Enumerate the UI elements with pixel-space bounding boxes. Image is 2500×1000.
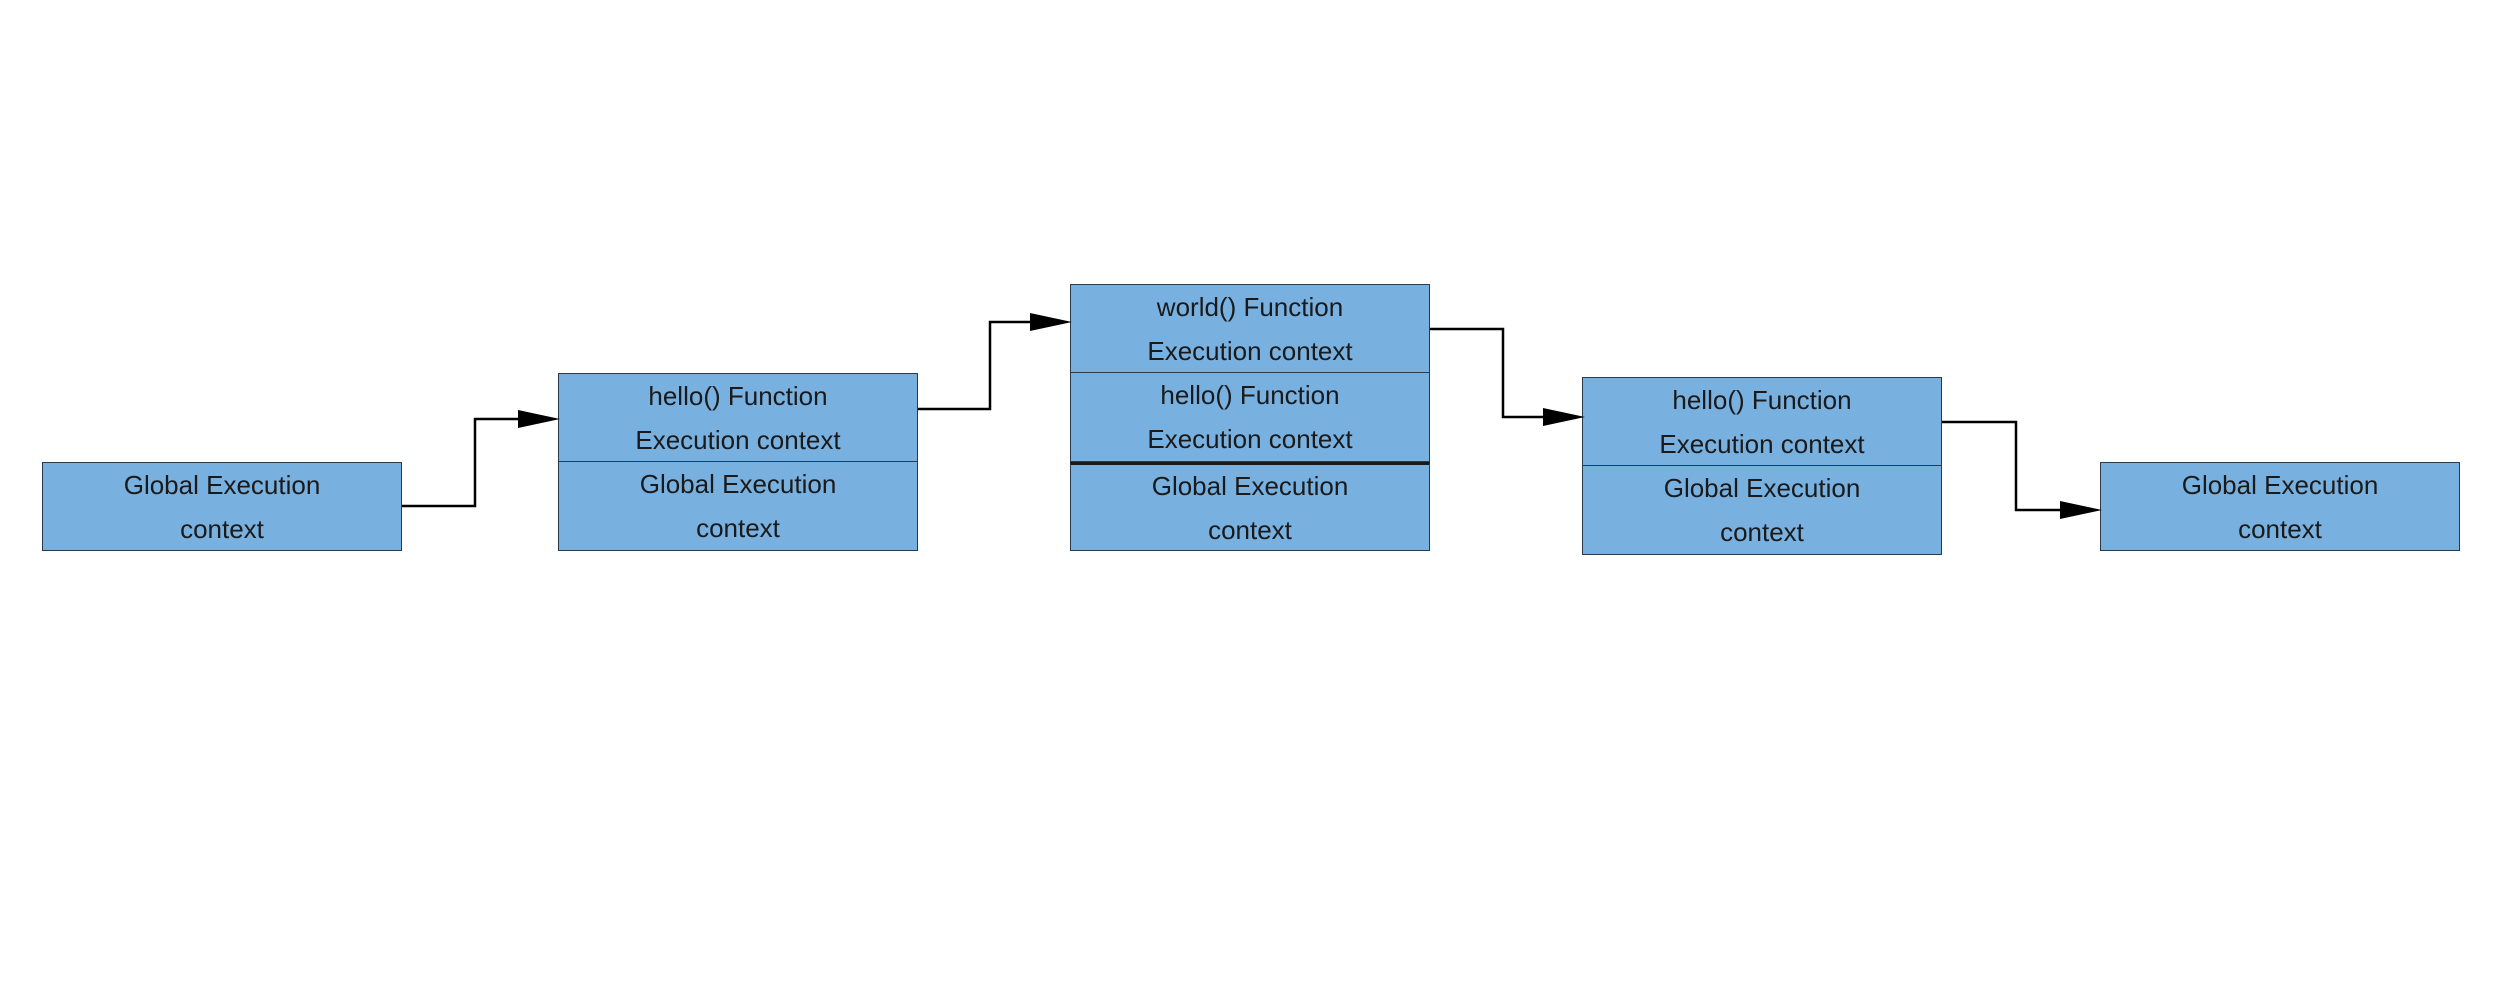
frame-label-line1: hello() Function: [648, 380, 828, 411]
arrow-stage-4-to-5: [1942, 420, 2102, 519]
frame-label-line2: Execution context: [1659, 428, 1865, 459]
stack-stage-4: hello() Function Execution context Globa…: [1582, 377, 1942, 555]
frame-label-line2: context: [180, 513, 264, 544]
stack-stage-3: world() Function Execution context hello…: [1070, 284, 1430, 551]
frame-label-line2: context: [1208, 514, 1292, 545]
frame-label-line1: Global Execution: [1151, 470, 1349, 501]
stack-stage-1: Global Execution context: [42, 462, 402, 551]
frame-label-line2: Execution context: [1147, 424, 1353, 454]
execution-context-frame: hello() Function Execution context: [1582, 377, 1942, 466]
frame-label-line2: Execution context: [635, 424, 841, 455]
frame-label-line1: Global Execution: [1663, 473, 1861, 503]
arrow-stage-2-to-3: [918, 313, 1072, 411]
frame-label-line2: context: [1720, 517, 1804, 547]
execution-context-frame: Global Execution context: [1582, 466, 1942, 555]
frame-label-line1: Global Execution: [2181, 469, 2379, 500]
arrow-stage-3-to-4: [1430, 327, 1585, 426]
frame-label-line2: Execution context: [1147, 335, 1353, 366]
frame-label-line1: Global Execution: [123, 469, 321, 500]
execution-context-frame: hello() Function Execution context: [1070, 373, 1430, 462]
stack-stage-5: Global Execution context: [2100, 462, 2460, 551]
frame-label-line2: context: [2238, 513, 2322, 544]
execution-context-frame: hello() Function Execution context: [558, 373, 918, 462]
execution-context-frame: Global Execution context: [2100, 462, 2460, 551]
execution-context-frame: Global Execution context: [558, 462, 918, 551]
execution-context-frame: Global Execution context: [1070, 462, 1430, 551]
stack-stage-2: hello() Function Execution context Globa…: [558, 373, 918, 551]
frame-label-line1: hello() Function: [1672, 384, 1852, 415]
frame-label-line1: world() Function: [1156, 291, 1344, 322]
frame-label-line1: hello() Function: [1160, 380, 1340, 410]
frame-label-line2: context: [696, 513, 780, 543]
frame-label-line1: Global Execution: [639, 469, 837, 499]
execution-context-frame: Global Execution context: [42, 462, 402, 551]
arrow-stage-1-to-2: [402, 410, 560, 508]
execution-context-frame: world() Function Execution context: [1070, 284, 1430, 373]
